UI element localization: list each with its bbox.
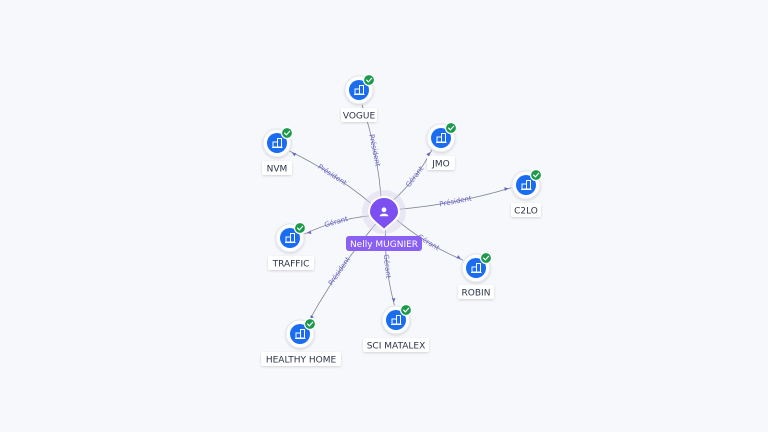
company-name-vogue: VOGUE [343, 112, 376, 122]
center-node[interactable]: Nelly MUGNIER [346, 190, 422, 251]
arrowhead-sci-matalex [391, 298, 396, 303]
edge-robin [395, 218, 464, 261]
person-label-bg [346, 236, 422, 251]
company-name-nvm: NVM [267, 165, 288, 175]
company-label-bg [341, 108, 377, 122]
company-node-c2lo[interactable]: C2LO [511, 168, 543, 218]
person-icon [379, 207, 389, 217]
company-name-robin: ROBIN [462, 289, 491, 299]
building-icon [285, 233, 296, 243]
company-label-bg [427, 156, 455, 170]
relation-label-c2lo: Président [439, 194, 473, 208]
check-badge-icon [479, 251, 493, 265]
building-icon [521, 180, 532, 190]
relation-label-vogue: Président [367, 134, 381, 168]
company-node-robin[interactable]: ROBIN [458, 251, 494, 300]
edge-sci-matalex [384, 225, 395, 306]
relation-label-sci-matalex: Gérant [382, 254, 393, 279]
arrowhead-c2lo [504, 187, 509, 191]
arrowhead-robin [456, 255, 461, 259]
company-name-sci-matalex: SCI MATALEX [367, 342, 426, 352]
building-icon [391, 315, 402, 325]
company-name-jmo: JMO [431, 160, 450, 170]
edge-nvm [289, 150, 373, 205]
relation-label-jmo: Gérant [404, 165, 425, 189]
check-badge-icon [293, 221, 307, 235]
building-icon [436, 133, 447, 143]
person-name: Nelly MUGNIER [350, 240, 418, 250]
company-label-bg [262, 161, 292, 175]
company-node-healthy-home[interactable]: HEALTHY HOME [261, 317, 341, 367]
nodes: VOGUE JMO NVM C2LO TRAFFIC ROBIN HEALTHY HOME S… [261, 73, 543, 367]
company-node-nvm[interactable]: NVM [262, 126, 294, 176]
building-icon [354, 85, 365, 95]
relation-label-traffic: Gérant [324, 215, 350, 229]
building-icon [295, 329, 306, 339]
building-icon [471, 263, 482, 273]
arrowhead-jmo [426, 152, 431, 157]
company-label-bg [261, 352, 341, 366]
check-badge-icon [303, 317, 317, 331]
relation-label-nvm: Président [316, 163, 348, 188]
arrowhead-nvm [291, 152, 297, 157]
check-badge-icon [399, 303, 413, 317]
company-node-traffic[interactable]: TRAFFIC [268, 221, 314, 271]
company-label-bg [458, 285, 494, 299]
company-node-vogue[interactable]: VOGUE [341, 73, 377, 123]
company-name-c2lo: C2LO [514, 207, 538, 217]
relation-label-healthy-home: Président [327, 255, 352, 287]
company-node-jmo[interactable]: JMO [426, 121, 458, 171]
company-label-bg [363, 338, 429, 352]
edge-healthy-home [308, 223, 377, 322]
company-name-traffic: TRAFFIC [272, 260, 310, 270]
company-label-bg [511, 203, 541, 217]
person-pin [367, 196, 401, 232]
edge-c2lo [397, 187, 512, 210]
company-node-sci-matalex[interactable]: SCI MATALEX [363, 303, 429, 353]
check-badge-icon [444, 121, 458, 135]
company-label-bg [268, 256, 314, 270]
company-name-healthy-home: HEALTHY HOME [266, 356, 337, 366]
check-badge-icon [529, 168, 543, 182]
building-icon [272, 138, 283, 148]
arrowhead-traffic [307, 230, 312, 234]
check-badge-icon [362, 73, 376, 87]
check-badge-icon [280, 126, 294, 140]
